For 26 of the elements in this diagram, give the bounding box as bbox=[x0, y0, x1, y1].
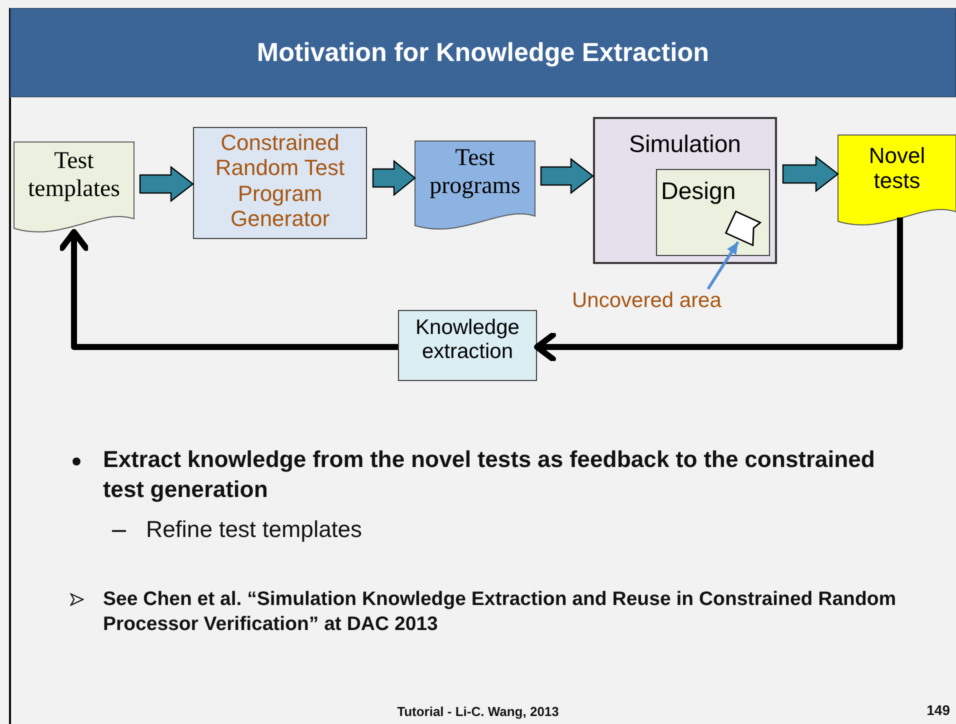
simulation-box bbox=[593, 117, 777, 264]
page-number: 149 bbox=[926, 701, 950, 720]
block-arrow bbox=[782, 156, 839, 192]
node-label: Knowledge extraction bbox=[414, 316, 520, 364]
title-bar: Motivation for Knowledge Extraction bbox=[10, 8, 956, 97]
node-label: Design bbox=[661, 178, 736, 206]
node-label: Constrained Random Test Program Generator bbox=[214, 130, 346, 232]
uncovered-region-shape bbox=[724, 210, 761, 246]
leader-line bbox=[706, 241, 740, 290]
arrow bbox=[534, 218, 903, 362]
node-label: Test templates bbox=[27, 148, 121, 204]
block-arrow bbox=[540, 158, 594, 194]
block-arrow bbox=[372, 160, 416, 196]
design-box bbox=[656, 169, 770, 256]
process-box bbox=[398, 310, 537, 381]
node-label: Uncovered area bbox=[572, 289, 722, 314]
block-arrow bbox=[139, 166, 194, 202]
arrow bbox=[59, 229, 398, 350]
footer-text: Tutorial - Li-C. Wang, 2013 bbox=[396, 704, 560, 721]
bullet-text: Extract knowledge from the novel tests as feedback to the constrained test generation bbox=[103, 445, 876, 504]
reference-note: See Chen et al. “Simulation Knowledge Extraction and Reuse in Constrained Random Processor Verification” at DAC 2013 bbox=[103, 587, 898, 638]
node-label: Test programs bbox=[428, 145, 522, 200]
bullet-text: Refine test templates bbox=[146, 515, 364, 544]
process-box bbox=[193, 127, 367, 239]
node-label: Simulation bbox=[628, 131, 742, 159]
node-label: Novel tests bbox=[868, 143, 926, 194]
